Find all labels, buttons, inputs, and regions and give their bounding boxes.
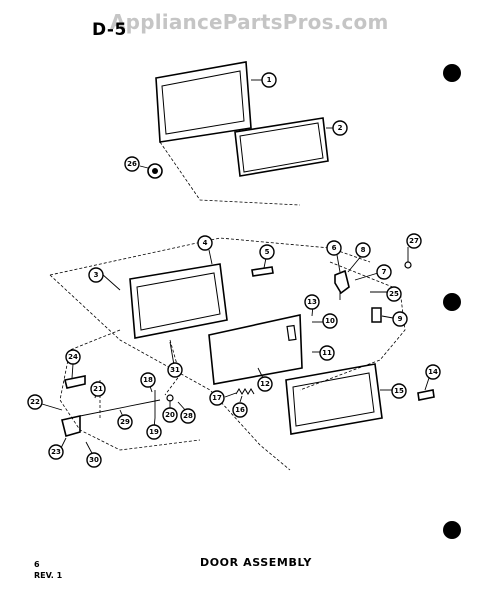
svg-text:17: 17 xyxy=(212,394,222,402)
callout-27: 27 xyxy=(406,233,422,249)
callout-12: 12 xyxy=(257,376,273,392)
part-gasket xyxy=(234,117,329,177)
callout-29: 29 xyxy=(117,414,133,430)
svg-text:30: 30 xyxy=(89,456,99,464)
callout-5: 5 xyxy=(259,244,275,260)
callout-17: 17 xyxy=(209,390,225,406)
svg-text:14: 14 xyxy=(428,368,438,376)
svg-text:10: 10 xyxy=(325,317,335,325)
svg-text:19: 19 xyxy=(149,428,159,436)
callout-22: 22 xyxy=(27,394,43,410)
svg-text:5: 5 xyxy=(265,248,270,256)
callout-26: 26 xyxy=(124,156,140,172)
svg-text:27: 27 xyxy=(409,237,419,245)
svg-text:22: 22 xyxy=(30,398,40,406)
svg-text:26: 26 xyxy=(127,160,137,168)
svg-text:23: 23 xyxy=(51,448,61,456)
svg-text:21: 21 xyxy=(93,385,103,393)
svg-text:11: 11 xyxy=(322,349,332,357)
svg-text:6: 6 xyxy=(332,244,337,252)
svg-text:28: 28 xyxy=(183,412,193,420)
part-hinge-assembly xyxy=(334,269,350,300)
callout-4: 4 xyxy=(197,235,213,251)
svg-text:15: 15 xyxy=(394,387,404,395)
callout-31: 31 xyxy=(167,362,183,378)
svg-text:3: 3 xyxy=(94,271,99,279)
callout-9: 9 xyxy=(392,311,408,327)
callout-7: 7 xyxy=(376,264,392,280)
part-bracket-5 xyxy=(251,266,274,277)
callout-30: 30 xyxy=(86,452,102,468)
part-lower-hinge xyxy=(61,375,161,437)
callout-23: 23 xyxy=(48,444,64,460)
callout-15: 15 xyxy=(391,383,407,399)
callout-24: 24 xyxy=(65,349,81,365)
callout-1: 1 xyxy=(261,72,277,88)
part-door-frame-top xyxy=(155,61,252,143)
page-code: D-5 xyxy=(92,20,127,40)
svg-text:31: 31 xyxy=(170,366,180,374)
callout-11: 11 xyxy=(319,345,335,361)
callout-6: 6 xyxy=(326,240,342,256)
svg-text:24: 24 xyxy=(68,353,78,361)
callout-14: 14 xyxy=(425,364,441,380)
part-handle xyxy=(417,389,435,401)
svg-text:8: 8 xyxy=(361,246,366,254)
callout-20: 20 xyxy=(162,407,178,423)
callout-2: 2 xyxy=(332,120,348,136)
part-latch-block xyxy=(371,307,382,323)
svg-text:12: 12 xyxy=(260,380,270,388)
callout-10: 10 xyxy=(322,313,338,329)
callout-28: 28 xyxy=(180,408,196,424)
callout-13: 13 xyxy=(304,294,320,310)
watermark: AppliancePartsPros.com xyxy=(110,10,389,34)
punch-hole-middle xyxy=(443,293,461,311)
svg-text:9: 9 xyxy=(398,315,403,323)
callout-3: 3 xyxy=(88,267,104,283)
part-window-frame xyxy=(285,363,383,435)
svg-text:29: 29 xyxy=(120,418,130,426)
assembly-dashed-lines xyxy=(49,141,406,471)
svg-text:1: 1 xyxy=(267,76,272,84)
punch-hole-top xyxy=(443,64,461,82)
sheet-number: 6 xyxy=(34,560,40,569)
part-inner-door-frame xyxy=(129,263,228,339)
revision-label: REV. 1 xyxy=(34,571,63,580)
part-spring xyxy=(235,388,255,395)
part-screw-27 xyxy=(404,261,412,269)
diagram-title: DOOR ASSEMBLY xyxy=(200,556,312,569)
svg-text:18: 18 xyxy=(143,376,153,384)
svg-text:20: 20 xyxy=(165,411,175,419)
svg-text:7: 7 xyxy=(382,268,387,276)
part-knob xyxy=(147,163,163,179)
callout-25: 25 xyxy=(386,286,402,302)
callout-21: 21 xyxy=(90,381,106,397)
svg-text:13: 13 xyxy=(307,298,317,306)
part-door-panel xyxy=(208,314,303,385)
svg-text:25: 25 xyxy=(389,290,399,298)
punch-hole-bottom xyxy=(443,521,461,539)
callout-16: 16 xyxy=(232,402,248,418)
callout-8: 8 xyxy=(355,242,371,258)
svg-text:16: 16 xyxy=(235,406,245,414)
svg-text:2: 2 xyxy=(338,124,343,132)
callout-18: 18 xyxy=(140,372,156,388)
svg-text:4: 4 xyxy=(203,239,208,247)
callout-19: 19 xyxy=(146,424,162,440)
